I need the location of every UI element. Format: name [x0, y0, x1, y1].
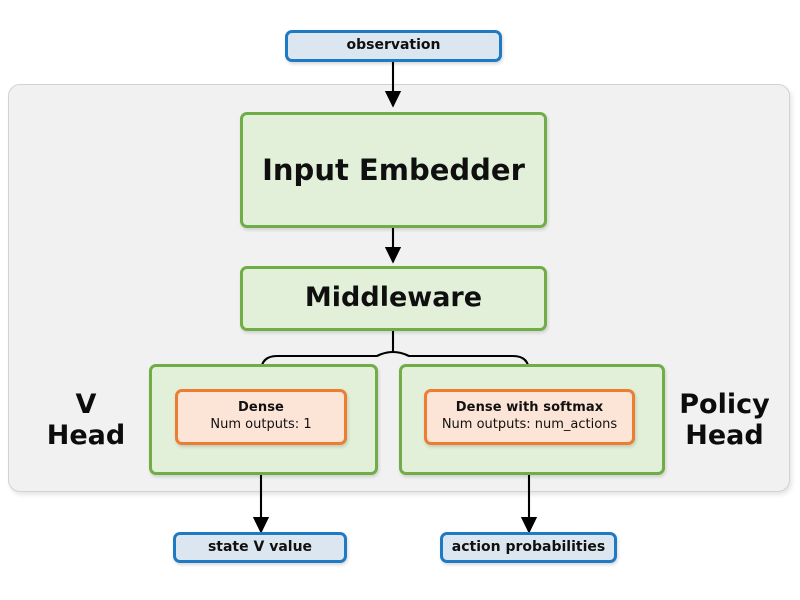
v-head-label-line1: V: [75, 388, 97, 420]
observation-label: observation: [346, 37, 441, 54]
input-embedder-label: Input Embedder: [262, 152, 525, 187]
node-observation[interactable]: observation: [285, 30, 502, 62]
policy-head-label: Policy Head: [662, 378, 787, 462]
policy-head-label-line2: Head: [685, 420, 764, 451]
state-v-value-label: state V value: [207, 538, 313, 555]
node-state-v-value[interactable]: state V value: [173, 532, 347, 563]
v-head-label-line2: Head: [46, 420, 126, 451]
action-probabilities-label: action probabilities: [451, 538, 606, 555]
node-middleware[interactable]: Middleware: [240, 266, 547, 331]
middleware-label: Middleware: [304, 282, 483, 314]
v-head-dense-subtitle: Num outputs: 1: [210, 417, 312, 432]
v-head-label: V Head: [30, 378, 142, 462]
policy-head-dense-box[interactable]: Dense with softmax Num outputs: num_acti…: [424, 389, 635, 445]
policy-head-dense-subtitle: Num outputs: num_actions: [441, 417, 618, 432]
policy-head-label-line1: Policy: [679, 388, 770, 420]
node-input-embedder[interactable]: Input Embedder: [240, 112, 547, 228]
policy-head-dense-title: Dense with softmax: [455, 400, 604, 416]
node-action-probabilities[interactable]: action probabilities: [440, 532, 617, 563]
v-head-dense-title: Dense: [238, 400, 284, 416]
v-head-dense-box[interactable]: Dense Num outputs: 1: [175, 389, 347, 445]
